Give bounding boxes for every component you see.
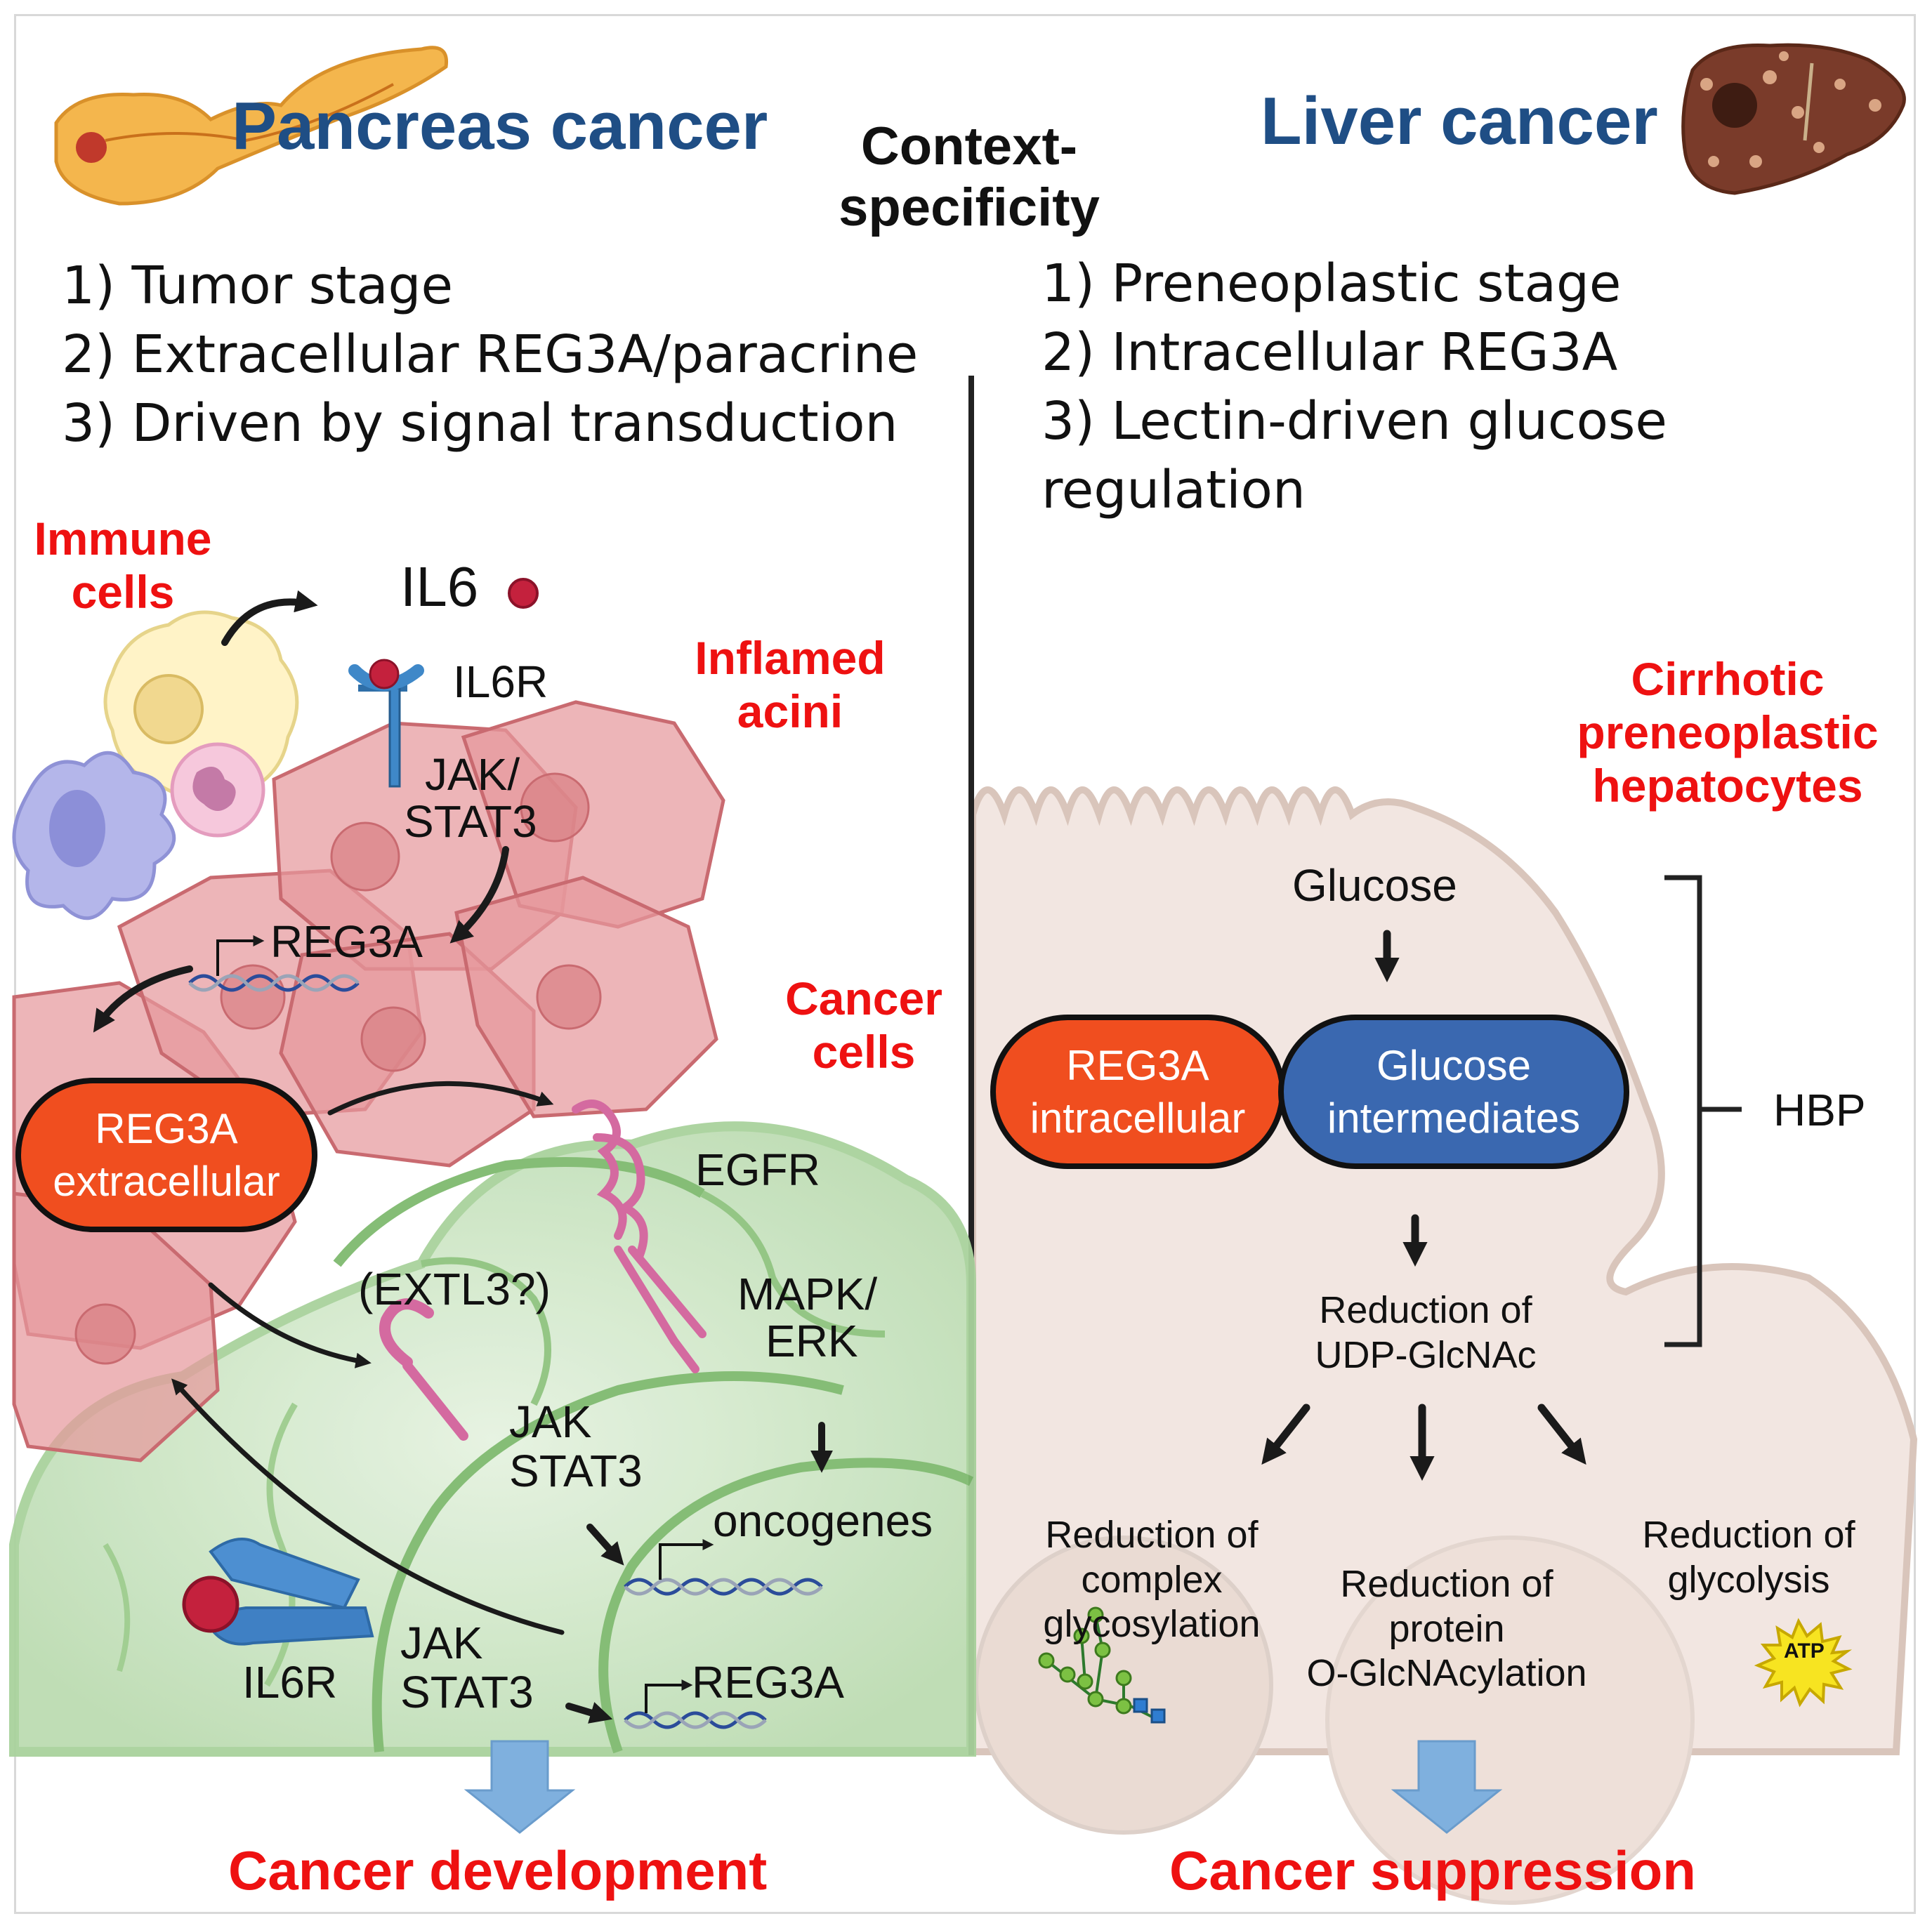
cancer-suppression-label: Cancer suppression <box>1169 1840 1696 1901</box>
oncogenes-label: oncogenes <box>713 1495 933 1546</box>
complex-glycosylation-label: Reduction of complex glycosylation <box>1043 1514 1261 1646</box>
liver-point-1: 1) Preneoplastic stage <box>1041 253 1622 314</box>
outcome-arrow-right <box>1391 1740 1503 1834</box>
cancer-development-label: Cancer development <box>228 1840 768 1901</box>
hepatocyte-nucleus-shadow-2 <box>1325 1536 1695 1905</box>
reg3a-gene-bottom-label: REG3A <box>692 1657 844 1708</box>
right-arrows <box>1261 930 1586 1481</box>
arrow-extracellular-to-extl3 <box>208 1282 372 1368</box>
o-glcnacylation-label: Reduction of protein O-GlcNAcylation <box>1306 1563 1587 1695</box>
pancreas-point-3: 3) Driven by signal transduction <box>62 393 898 454</box>
cancer-cells-label: Cancer cells <box>785 972 942 1078</box>
arrow-extracellular-to-egfr <box>327 1081 554 1116</box>
glycolysis-label: Reduction of glycolysis <box>1642 1514 1855 1601</box>
il6r-receptor-bottom <box>182 1538 374 1646</box>
glycan-icon <box>1038 1606 1166 1724</box>
liver-point-3: 3) Lectin-driven glucose <box>1041 391 1667 451</box>
reg3a-gene-top-label: REG3A <box>270 916 423 967</box>
liver-point-3-cont: regulation <box>1041 460 1306 520</box>
atp-label: ATP <box>1784 1639 1825 1663</box>
arrow-udp-to-glycolysis <box>1537 1404 1586 1465</box>
extl3-receptor <box>379 1298 468 1441</box>
mapk-erk-label: MAPK/ ERK <box>737 1269 878 1367</box>
dna-oncogenes <box>624 1539 823 1596</box>
jak-stat3-bottom-label: JAK STAT3 <box>400 1618 534 1718</box>
il6-ligand <box>508 578 539 609</box>
jak-stat3-top-label: JAK/ STAT3 <box>404 749 537 847</box>
inflamed-acini-label: Inflamed acini <box>695 632 886 737</box>
liver-point-2: 2) Intracellular REG3A <box>1041 322 1618 383</box>
arrow-cancer-to-acini <box>171 1378 565 1635</box>
pancreas-cancer-title: Pancreas cancer <box>232 88 768 164</box>
glucose-label: Glucose <box>1292 860 1457 911</box>
reg3a-extracellular-pill: REG3A extracellular <box>15 1078 317 1232</box>
left-arrows <box>93 590 834 1724</box>
liver-points: 1) Preneoplastic stage 2) Intracellular … <box>1041 253 1667 520</box>
arrow-immune-to-il6 <box>221 590 318 646</box>
arrow-jak-to-reg3a-bottom <box>565 1702 613 1724</box>
arrow-reg3a-to-extracellular <box>93 965 193 1033</box>
glucose-intermediates-pill: Glucose intermediates <box>1278 1015 1629 1169</box>
arrow-jak-to-oncogenes <box>586 1524 624 1566</box>
atp-starburst <box>1754 1618 1853 1708</box>
pancreas-points: 1) Tumor stage 2) Extracellular REG3A/pa… <box>62 256 918 454</box>
egfr-receptor <box>572 1100 707 1373</box>
pancreas-point-2: 2) Extracellular REG3A/paracrine <box>62 324 919 385</box>
pancreas-point-1: 1) Tumor stage <box>62 256 454 316</box>
immune-cell-neutrophil <box>170 742 265 838</box>
il6r-bottom-label: IL6R <box>242 1657 338 1708</box>
reg3a-intracellular-pill: REG3A intracellular <box>990 1015 1285 1169</box>
dna-reg3a-bottom <box>624 1679 767 1729</box>
dna-reg3a-top <box>188 935 360 992</box>
il6r-receptor-top <box>348 659 424 788</box>
pancreas-organ-icon <box>54 46 449 206</box>
il6r-top-label: IL6R <box>453 656 548 707</box>
immune-cell-macrophage <box>103 610 299 801</box>
udp-glcnac-label: Reduction of UDP-GlcNAc <box>1315 1289 1537 1376</box>
liver-organ-icon <box>1681 43 1906 195</box>
hbp-label: HBP <box>1773 1085 1866 1135</box>
arrow-udp-to-complex <box>1261 1404 1310 1465</box>
liver-cancer-title: Liver cancer <box>1261 84 1658 159</box>
immune-cells-label: Immune cells <box>34 513 212 618</box>
context-specificity-label: Context- specificity <box>839 117 1100 238</box>
jak-stat3-mid-label: JAK STAT3 <box>509 1397 643 1497</box>
egfr-label: EGFR <box>695 1144 820 1195</box>
immune-cell-dendritic <box>12 751 176 920</box>
cirrhotic-hepatocytes-label: Cirrhotic preneoplastic hepatocytes <box>1577 653 1879 812</box>
outcome-arrow-left <box>464 1740 576 1834</box>
il6-label: IL6 <box>400 555 479 618</box>
extl3-label: (EXTL3?) <box>358 1264 551 1314</box>
arrow-jak-to-reg3a <box>449 846 509 944</box>
hbp-bracket <box>1664 875 1742 1347</box>
